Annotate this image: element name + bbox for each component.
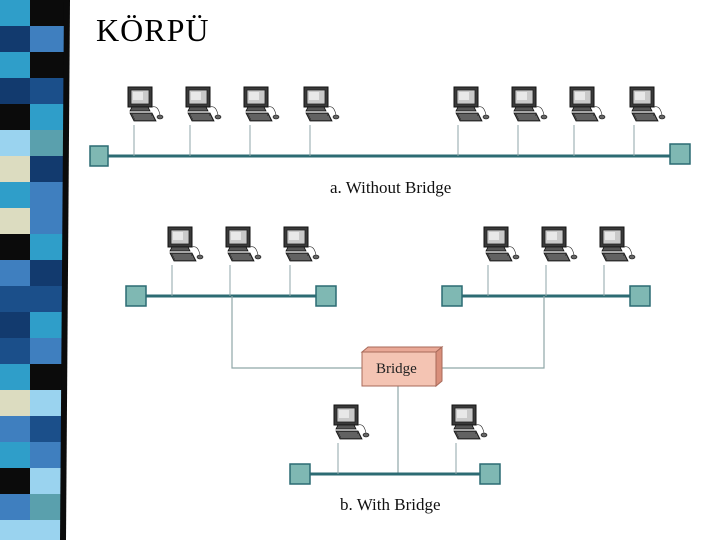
bridge-link-right xyxy=(436,296,545,369)
terminator xyxy=(289,463,311,485)
stripe-block xyxy=(0,52,30,78)
computer xyxy=(243,86,280,156)
stripe-block xyxy=(30,416,64,442)
stripe-block xyxy=(30,182,64,208)
stripe-block xyxy=(30,390,64,416)
stripe-block xyxy=(0,234,30,260)
stripe-block xyxy=(0,208,30,234)
stripe-block xyxy=(0,260,30,286)
terminator xyxy=(669,143,691,165)
stripe-block xyxy=(0,364,30,390)
stripe-block xyxy=(30,0,64,26)
computer xyxy=(127,86,164,156)
stripe-block xyxy=(30,312,64,338)
caption-without-bridge: a. Without Bridge xyxy=(330,178,451,197)
stripe-block xyxy=(0,442,30,468)
stripe-block xyxy=(30,442,64,468)
stripe-block xyxy=(30,208,64,234)
bridge-link-left xyxy=(231,296,362,369)
computer xyxy=(569,86,606,156)
computer xyxy=(511,86,548,156)
computer xyxy=(483,226,520,296)
stripe-block xyxy=(0,338,30,364)
stripe-block xyxy=(0,26,30,52)
terminator xyxy=(629,285,651,307)
stripe-block xyxy=(30,364,64,390)
stripe-block xyxy=(0,416,30,442)
computer xyxy=(629,86,666,156)
stripe-block xyxy=(30,338,64,364)
computer xyxy=(283,226,320,296)
terminator xyxy=(89,145,109,167)
stripe-block xyxy=(30,78,64,104)
stripe-block xyxy=(0,312,30,338)
stripe-block xyxy=(30,468,64,494)
stripe-block xyxy=(0,520,30,540)
stripe-block xyxy=(0,182,30,208)
computer xyxy=(303,86,340,156)
stripe-block xyxy=(0,390,30,416)
terminator xyxy=(441,285,463,307)
terminator xyxy=(315,285,337,307)
stripe-block xyxy=(0,0,30,26)
terminator xyxy=(125,285,147,307)
computer xyxy=(167,226,204,296)
stripe-block xyxy=(0,468,30,494)
stripe-block xyxy=(0,130,30,156)
stripe-block xyxy=(0,78,30,104)
computer xyxy=(225,226,262,296)
stripe-block xyxy=(30,104,64,130)
stripe-block xyxy=(30,234,64,260)
stripe-block xyxy=(30,494,64,520)
caption-with-bridge: b. With Bridge xyxy=(340,495,441,514)
computer xyxy=(453,86,490,156)
computer xyxy=(185,86,222,156)
stripe-block xyxy=(30,130,64,156)
bridge-device: Bridge xyxy=(360,345,444,388)
stripe-block xyxy=(30,520,64,540)
lan-with-bridge: Bridge b. With Bridge xyxy=(125,226,651,514)
stripe-block xyxy=(30,26,64,52)
terminator xyxy=(479,463,501,485)
stripe-block xyxy=(30,156,64,182)
slide-title: KÖRPÜ xyxy=(96,12,210,48)
stripe-block xyxy=(30,260,64,286)
stripe-block xyxy=(30,52,64,78)
stripe-block xyxy=(0,286,30,312)
lan-without-bridge: a. Without Bridge xyxy=(89,86,691,197)
computer xyxy=(451,404,488,474)
decorative-stripe xyxy=(0,0,70,540)
stripe-block xyxy=(30,286,64,312)
stripe-block xyxy=(0,494,30,520)
stripe-block xyxy=(0,156,30,182)
computer xyxy=(599,226,636,296)
computer xyxy=(333,404,370,474)
stripe-edge xyxy=(60,0,70,540)
bridge-label: Bridge xyxy=(376,361,417,377)
stripe-block xyxy=(0,104,30,130)
computer xyxy=(541,226,578,296)
